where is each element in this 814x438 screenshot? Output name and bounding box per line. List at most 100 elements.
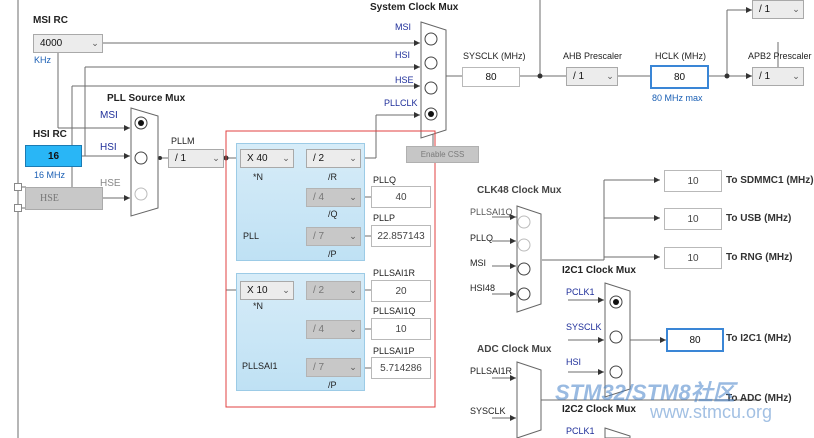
watermark-brand: STM32/STM8社区 [555,380,735,405]
ahb-prescaler-select[interactable]: / 1⌄ [566,67,618,86]
ahb-prescaler-label: AHB Prescaler [563,51,623,61]
apb2-prescaler-value: / 1 [759,71,771,82]
pllsai1q-field[interactable]: 10 [371,318,431,340]
i2c1-mux-title: I2C1 Clock Mux [562,265,636,276]
hse-pin-bottom [14,204,22,212]
pllsai1-title: PLLSAI1 [242,361,278,371]
msi-rc-select[interactable]: 4000 ⌄ [33,34,103,53]
i2c1-radio-pclk1[interactable] [610,296,622,308]
i2c2-pclk1-label: PCLK1 [566,426,595,436]
pll-n-label: *N [253,172,264,182]
sysmux-radio-msi[interactable] [425,33,437,45]
pllsai1-q-select[interactable]: / 4 ⌄ [306,320,361,339]
pll-source-hse-label: HSE [100,178,121,189]
pllq-label: PLLQ [373,175,397,185]
system-clock-mux-title: System Clock Mux [370,2,459,13]
sysmux-radio-pllclk[interactable] [425,108,437,120]
chevron-down-icon: ⌄ [91,38,99,48]
adc-sysclk-label: SYSCLK [470,406,506,416]
clk48-msi-label: MSI [470,258,487,268]
i2c1-freq-field[interactable]: 80 [666,328,724,352]
hclk-max: 80 MHz max [652,93,703,103]
hclk-field[interactable]: 80 [650,65,709,89]
pll-source-msi-label: MSI [100,110,118,121]
hsi-rc-value: 16 [47,150,60,162]
sysmux-radio-hse[interactable] [425,82,437,94]
pllsai1-n-value: X 10 [247,285,268,296]
pllsai1p-field[interactable]: 5.714286 [371,357,431,379]
hclk-value: 80 [673,71,686,83]
pllm-value: / 1 [175,153,187,164]
i2c2-mux-title: I2C2 Clock Mux [562,404,636,415]
pllq-field[interactable]: 40 [371,186,431,208]
pllsai1r-label: PLLSAI1R [373,268,416,278]
pll-source-radio-hse[interactable] [135,188,147,200]
hclk-label: HCLK (MHz) [655,51,706,61]
adc-mux-title: ADC Clock Mux [477,344,552,355]
clk48-radio-pllq[interactable] [518,239,530,251]
pllsai1q-value: 10 [395,323,407,335]
pll-source-mux-title: PLL Source Mux [107,93,186,104]
enable-css-label: Enable CSS [420,150,465,159]
chevron-down-icon: ⌄ [792,4,800,14]
hse-input-field[interactable]: HSE [25,187,103,210]
i2c1-freq-value: 80 [689,334,701,346]
pllsai1-q-value: / 4 [313,324,325,335]
pllsai1-r-select[interactable]: / 2 ⌄ [306,281,361,300]
clk48-pllq-label: PLLQ [470,233,494,243]
apb2-prescaler-select[interactable]: / 1 ⌄ [752,67,804,86]
ahb-prescaler-value: / 1 [573,71,585,82]
pllp-field[interactable]: 22.857143 [371,225,431,247]
chevron-down-icon: ⌄ [349,285,357,295]
chevron-down-icon: ⌄ [349,324,357,334]
pll-p-select[interactable]: / 7⌄ [306,227,361,246]
pll-source-radio-hsi[interactable] [135,152,147,164]
chevron-down-icon: ⌄ [282,153,290,163]
i2c1-radio-sysclk[interactable] [610,331,622,343]
clk48-radio-hsi48[interactable] [518,288,530,300]
chevron-down-icon: ⌄ [792,71,800,81]
sysmux-radio-hsi[interactable] [425,57,437,69]
clock-tree-wiring [17,0,779,438]
rng-label: To RNG (MHz) [726,252,793,263]
pll-source-radio-msi[interactable] [135,117,147,129]
pll-q-select[interactable]: / 4⌄ [306,188,361,207]
adc-output-label: To ADC (MHz) [726,393,792,404]
top-right-prescaler-select[interactable]: / 1⌄ [752,0,804,19]
apb2-prescaler-label: APB2 Prescaler [748,51,812,61]
usb-freq-field[interactable]: 10 [664,208,722,230]
pllsai1p-label: PLLSAI1P [373,346,415,356]
enable-css-button[interactable]: Enable CSS [406,146,479,163]
pllsai1r-field[interactable]: 20 [371,280,431,302]
pllm-label: PLLM [171,136,195,146]
rng-freq-value: 10 [687,252,699,264]
watermark-url: www.stmcu.org [650,402,773,422]
sdmmc1-freq-field[interactable]: 10 [664,170,722,192]
pll-p-label: /P [328,249,337,259]
pll-n-value: X 40 [247,153,268,164]
pll-n-select[interactable]: X 40 ⌄ [240,149,294,168]
pll-p-value: / 7 [313,231,325,242]
pllq-value: 40 [395,191,407,203]
pllsai1-n-select[interactable]: X 10⌄ [240,281,294,300]
clk48-radio-pllsai1q[interactable] [518,216,530,228]
i2c1-hsi-label: HSI [566,357,582,367]
sysclk-field[interactable]: 80 [462,67,520,87]
sysmux-hse-label: HSE [395,75,414,85]
pll-source-hsi-label: HSI [100,142,117,153]
pllm-select[interactable]: / 1⌄ [168,149,224,168]
hsi-rc-freq: 16 MHz [34,170,66,180]
hsi-rc-value-field[interactable]: 16 [25,145,82,167]
pllsai1-r-value: / 2 [313,285,325,296]
rng-freq-field[interactable]: 10 [664,247,722,269]
pll-r-label: /R [328,172,337,182]
sysmux-hsi-label: HSI [395,50,411,60]
chevron-down-icon: ⌄ [349,153,357,163]
pllsai1-p-select[interactable]: / 7⌄ [306,358,361,377]
pll-r-value: / 2 [313,153,325,164]
pll-r-select[interactable]: / 2 ⌄ [306,149,361,168]
msi-rc-value: 4000 [40,38,63,49]
pllsai1-p-value: / 7 [313,362,325,373]
clk48-radio-msi[interactable] [518,263,530,275]
pllsai1-p-label: /P [328,380,337,390]
